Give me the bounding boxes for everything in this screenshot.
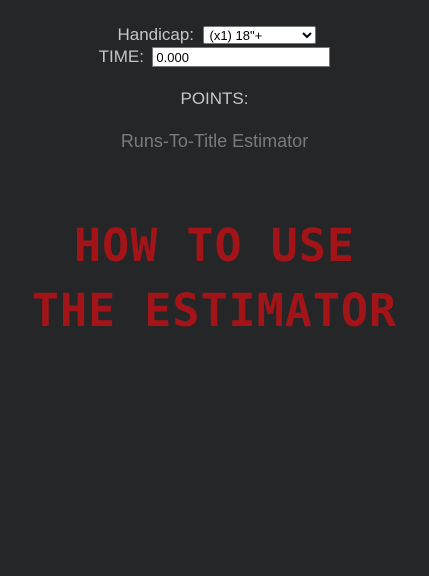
how-to-use-heading-line2: THE ESTIMATOR [31,284,398,337]
estimator-form: Handicap: (x1) 18"+ TIME: [0,24,429,68]
handicap-select[interactable]: (x1) 18"+ [202,26,316,44]
how-to-use-heading-line1: HOW TO USE [74,219,355,272]
time-row: TIME: [0,46,429,68]
time-label: TIME: [98,47,144,66]
handicap-row: Handicap: (x1) 18"+ [4,24,429,46]
points-label: POINTS: [180,89,249,108]
estimator-subtitle: Runs-To-Title Estimator [120,131,309,151]
time-input[interactable] [152,47,331,67]
handicap-label: Handicap: [117,25,195,44]
